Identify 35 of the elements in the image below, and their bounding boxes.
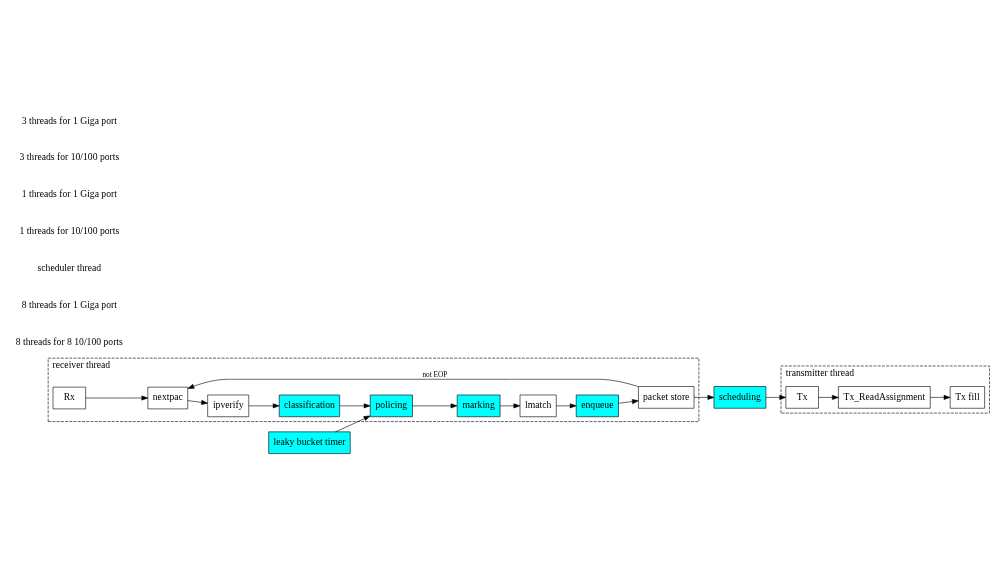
node-box: classification <box>278 394 340 417</box>
arrow <box>930 394 951 400</box>
node-box: marking <box>456 394 501 417</box>
label: 8 threads for 1 Giga port <box>21 298 117 310</box>
node-box: ipverify <box>207 394 250 417</box>
node-box: Tx <box>785 385 819 409</box>
arrow <box>618 398 639 404</box>
arrow <box>187 378 639 389</box>
arrow <box>248 402 280 408</box>
label: 3 threads for 1 Giga port <box>21 114 117 126</box>
label: 1 threads for 10/100 ports <box>19 224 120 236</box>
node-box: enqueue <box>575 394 619 417</box>
arrow <box>765 394 786 400</box>
node-box: nextpac <box>147 386 189 409</box>
node-box: policing <box>369 394 413 417</box>
arrow <box>335 415 371 432</box>
arrow <box>499 402 521 408</box>
node-box: Rx <box>52 386 86 409</box>
label: 3 threads for 10/100 ports <box>19 150 120 162</box>
node-box: leaky bucket timer <box>268 431 351 454</box>
node-box: scheduling <box>713 385 767 409</box>
label: 8 threads for 8 10/100 ports <box>15 335 123 347</box>
arrow <box>412 402 458 408</box>
node-box: Tx fill <box>949 385 985 409</box>
node-box: packet store <box>638 385 695 409</box>
node-box: Tx_ReadAssignment <box>838 385 931 409</box>
arrow <box>85 395 149 400</box>
arrow <box>818 394 839 400</box>
arrow <box>339 402 371 408</box>
arrow <box>556 402 577 408</box>
arrow <box>693 394 715 400</box>
arrow <box>187 399 208 405</box>
label: 1 threads for 1 Giga port <box>21 187 117 199</box>
label: scheduler thread <box>37 261 102 273</box>
node-box: lmatch <box>519 394 557 417</box>
